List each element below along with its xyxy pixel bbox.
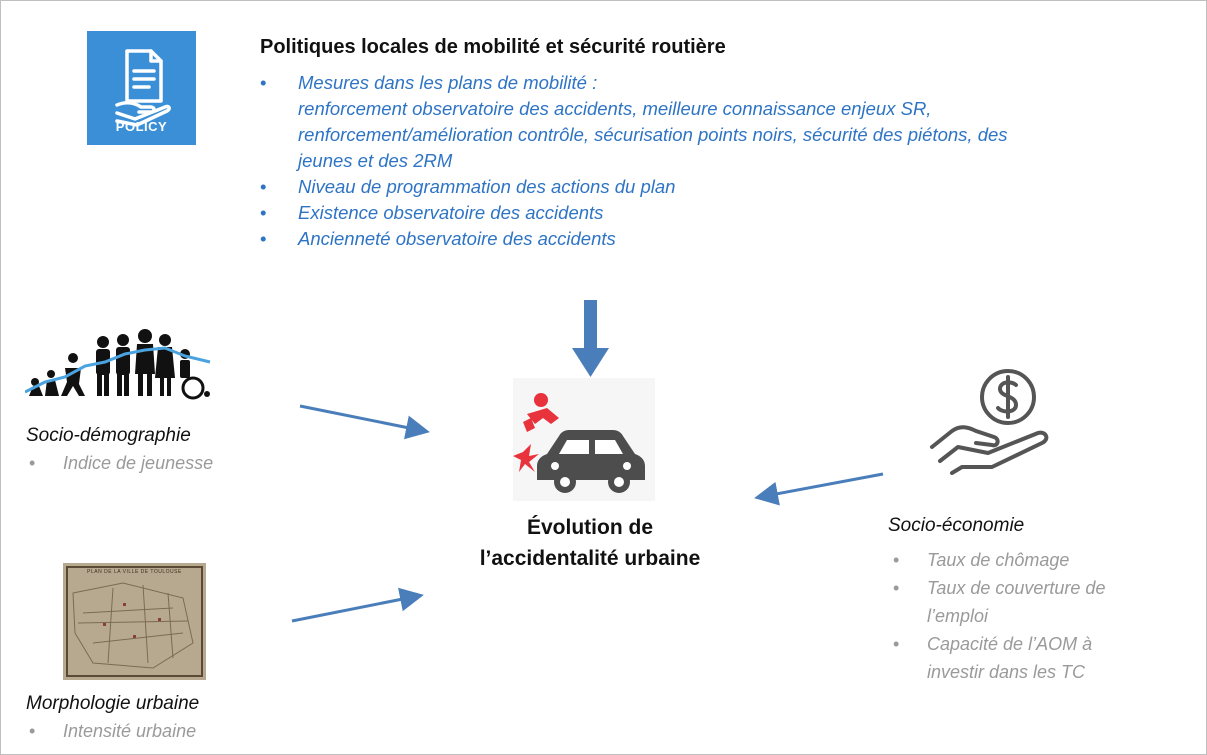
socio-eco-item: Capacité de l’AOM à investir dans les TC [890, 630, 1105, 686]
policy-item-line: Existence observatoire des accidents [298, 202, 604, 223]
document-hand-icon [115, 49, 171, 127]
policy-item-line: Ancienneté observatoire des accidents [298, 228, 616, 249]
people-silhouettes-icon [25, 329, 211, 400]
arrow-socio-eco [754, 472, 884, 506]
policy-item: Ancienneté observatoire des accidents [258, 226, 1188, 252]
arrow-down-policy [572, 300, 609, 377]
arrow-morpho [291, 587, 424, 623]
policy-item-line: Niveau de programmation des actions du p… [298, 176, 676, 197]
socio-demo-title: Socio-démographie [26, 425, 191, 446]
arrow-socio-demo [299, 404, 430, 440]
socio-demo-list: Indice de jeunesse [26, 450, 213, 477]
socio-eco-item-line: l’emploi [927, 606, 989, 626]
socio-eco-item: Taux de couverture de l’emploi [890, 574, 1105, 630]
map-drawing [63, 563, 206, 680]
morpho-title: Morphologie urbaine [26, 693, 200, 714]
accident-icon-area [513, 378, 655, 501]
policy-item-line: jeunes et des 2RM [298, 150, 453, 171]
socio-eco-list: Taux de chômage Taux de couverture de l’… [890, 546, 1105, 686]
socio-eco-title: Socio-économie [888, 515, 1025, 536]
policy-item: Mesures dans les plans de mobilité : ren… [258, 70, 1188, 174]
center-title-line1: Évolution de [527, 516, 653, 539]
policy-icon-label: POLICY [115, 119, 168, 134]
socio-demo-item: Indice de jeunesse [26, 450, 213, 477]
policy-list: Mesures dans les plans de mobilité : ren… [258, 70, 1188, 252]
socio-eco-item: Taux de chômage [890, 546, 1105, 574]
morpho-item: Intensité urbaine [26, 718, 196, 745]
center-title: Évolution de l’accidentalité urbaine [420, 512, 760, 574]
morpho-list: Intensité urbaine [26, 718, 196, 745]
car-pedestrian-accident-icon [513, 393, 645, 493]
socio-eco-item-line: Capacité de l’AOM à [927, 634, 1093, 654]
socio-eco-item-line: Taux de couverture de [927, 578, 1106, 598]
policy-title: Politiques locales de mobilité et sécuri… [260, 36, 726, 58]
policy-icon: POLICY [87, 31, 196, 145]
dollar-hand-icon [930, 369, 1049, 475]
policy-item-line: renforcement observatoire des accidents,… [298, 98, 932, 119]
socio-eco-item-line: Taux de chômage [927, 550, 1070, 570]
map-title: PLAN DE LA VILLE DE TOULOUSE [87, 569, 182, 575]
policy-item-line: renforcement/amélioration contrôle, sécu… [298, 124, 1008, 145]
policy-item: Existence observatoire des accidents [258, 200, 1188, 226]
policy-item: Niveau de programmation des actions du p… [258, 174, 1188, 200]
policy-item-line: Mesures dans les plans de mobilité : [298, 72, 598, 93]
center-title-line2: l’accidentalité urbaine [479, 547, 701, 570]
socio-eco-item-line: investir dans les TC [927, 662, 1086, 682]
city-map-icon: PLAN DE LA VILLE DE TOULOUSE [63, 563, 206, 680]
